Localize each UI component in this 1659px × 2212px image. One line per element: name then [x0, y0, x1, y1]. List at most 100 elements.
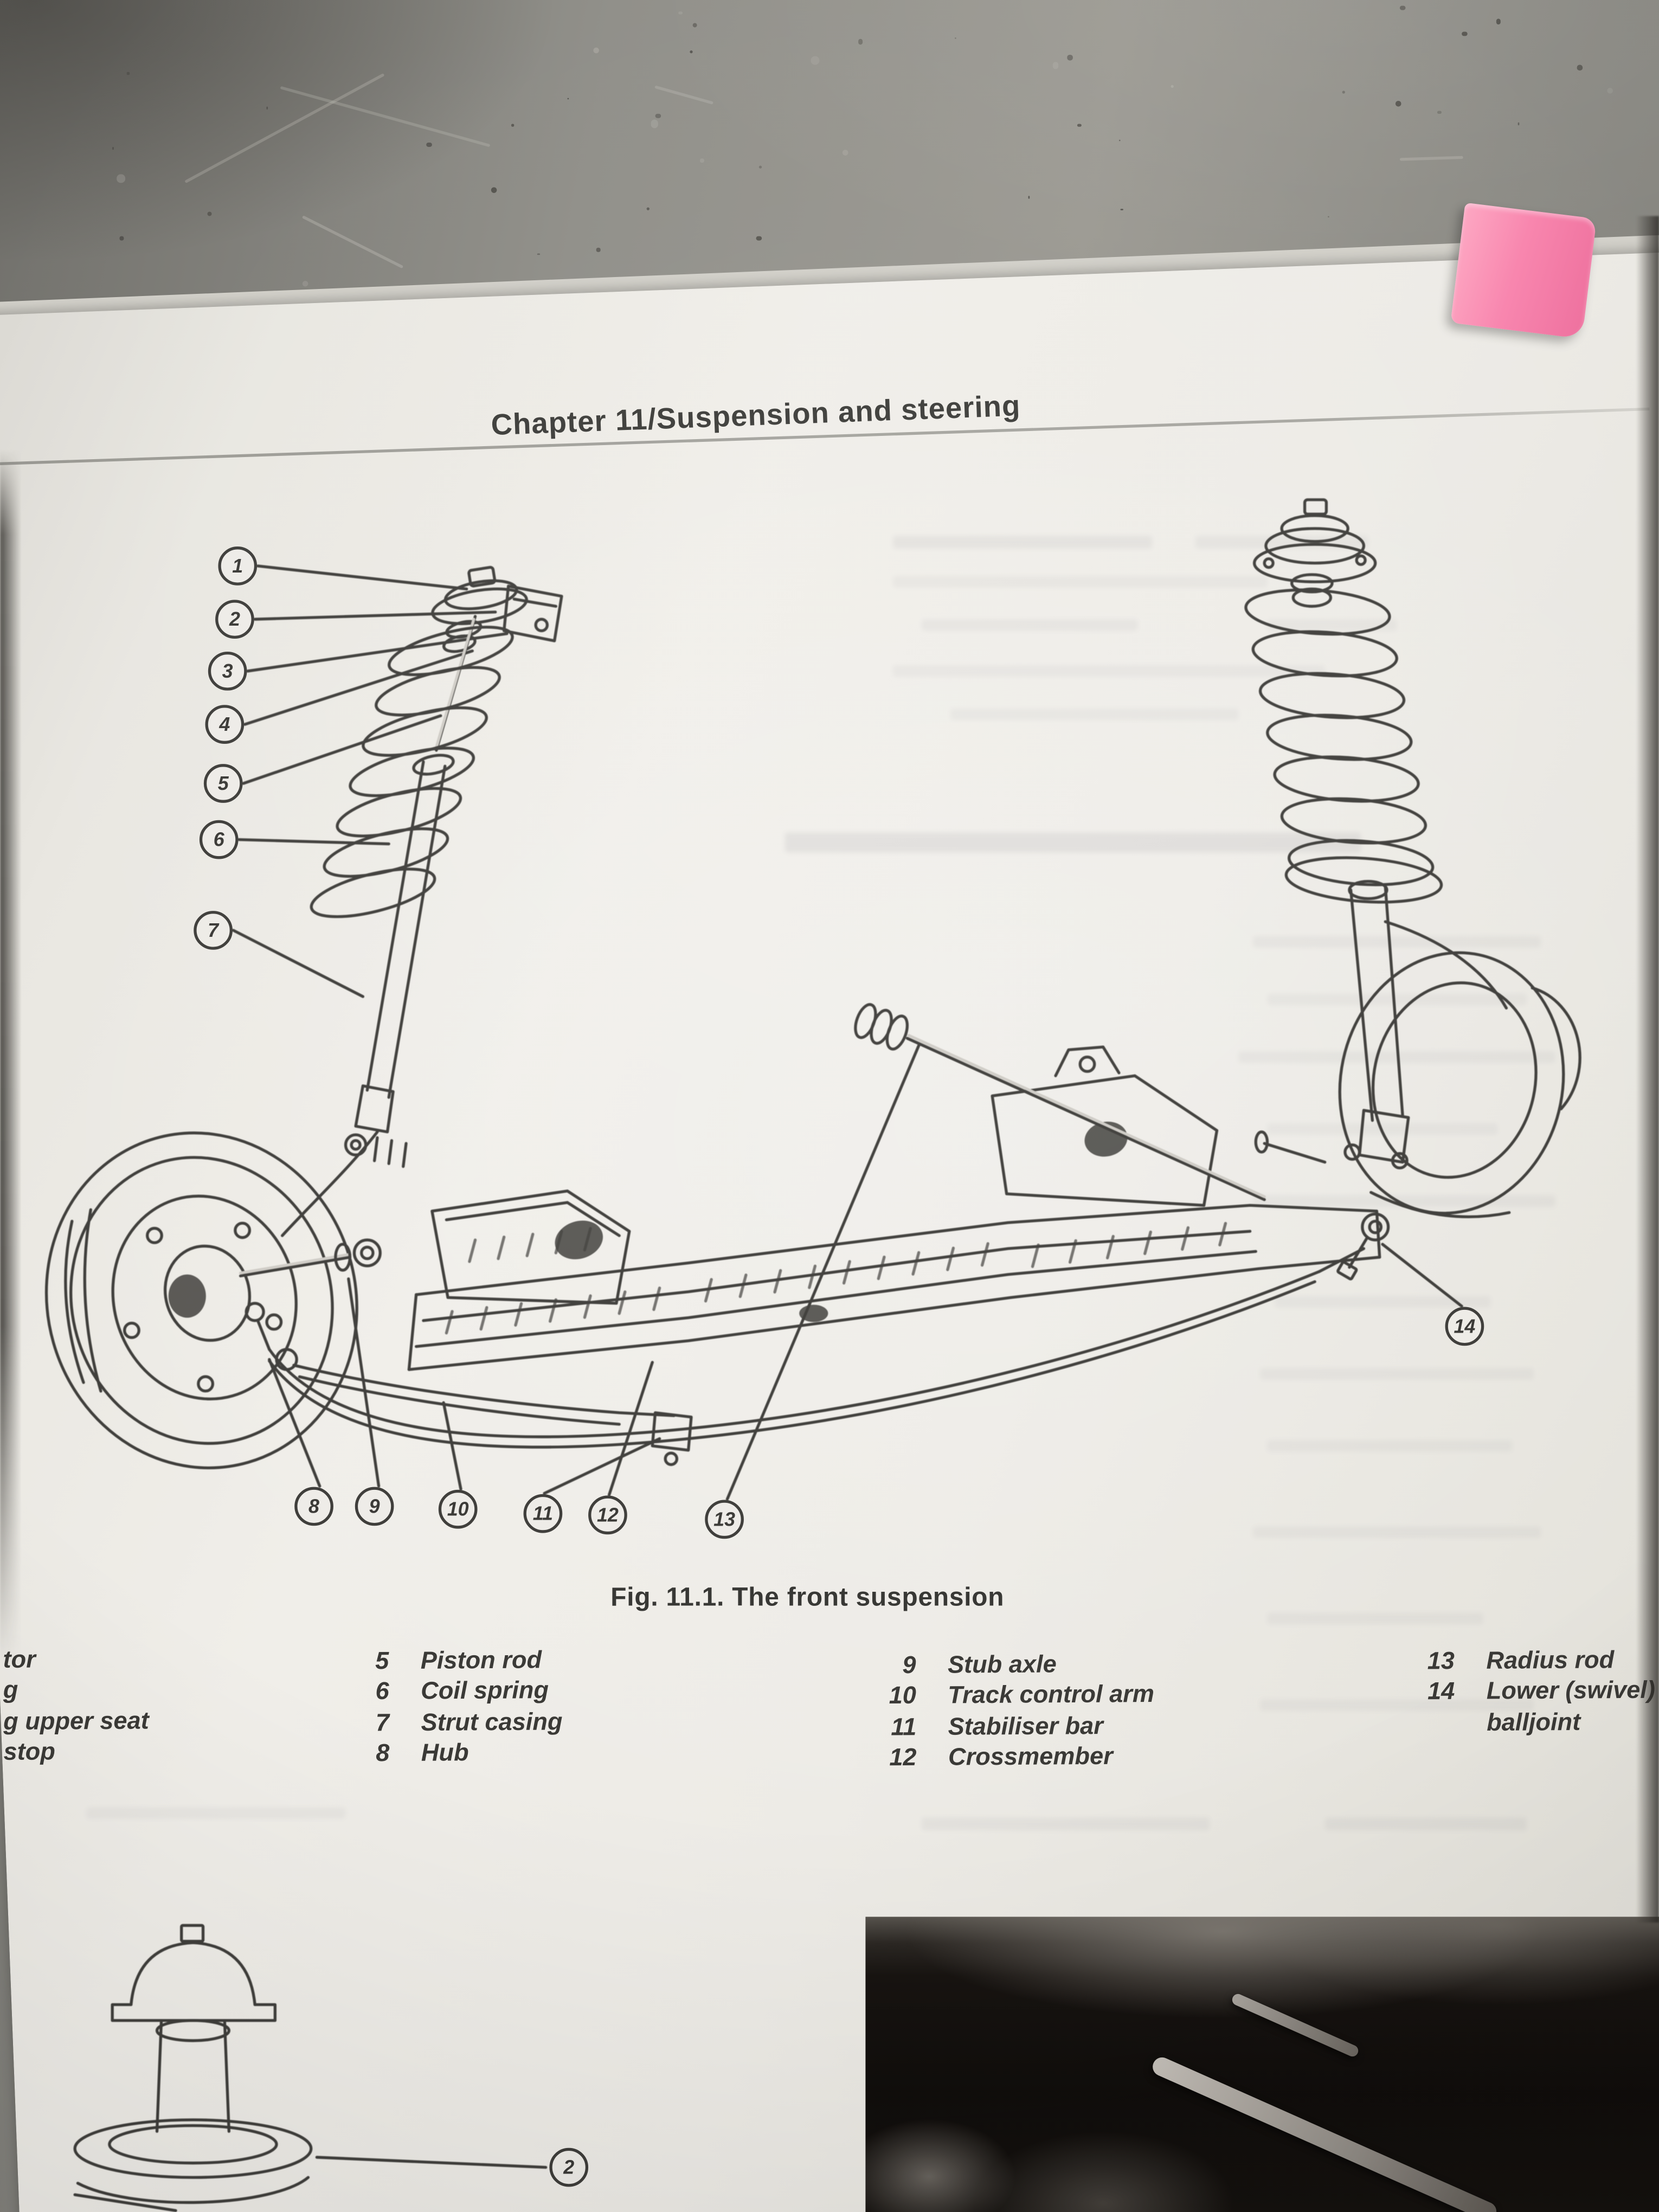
desk-speckle: [1118, 139, 1121, 142]
legend-item-label: Hub: [421, 1739, 469, 1767]
bleedthrough-line: [1267, 993, 1527, 1006]
legend-item-number: 14: [1427, 1678, 1455, 1706]
legend-item-number: 13: [1427, 1647, 1455, 1675]
stabiliser-bar-drawing: [245, 1247, 1366, 1467]
bleedthrough-line: [1260, 1699, 1534, 1711]
callout-marker: 5: [203, 764, 243, 803]
bleedthrough-line: [892, 576, 1268, 588]
legend-item-label: Piston rod: [420, 1646, 542, 1675]
legend-item-label: Track control arm: [948, 1681, 1155, 1710]
desk-speckle: [120, 236, 124, 240]
desk-speckle: [593, 47, 599, 54]
hub-disc-drawing: [44, 1131, 382, 1470]
legend-item-label: g upper seat: [3, 1707, 149, 1735]
callout-marker: 2: [215, 600, 254, 639]
desk-speckle: [537, 253, 540, 255]
desk-speckle: [1171, 85, 1174, 88]
legend-item-label: Radius rod: [1486, 1646, 1615, 1675]
desk-speckle: [117, 174, 125, 183]
legend-item-label: Strut casing: [421, 1707, 563, 1737]
legend-item-label: Coil spring: [420, 1677, 549, 1706]
legend-item-number: 12: [889, 1744, 917, 1772]
bleedthrough-line: [1260, 1368, 1534, 1380]
legend-item-label: Crossmember: [948, 1742, 1113, 1771]
desk-speckle: [1606, 87, 1613, 94]
figure-caption: Fig. 11.1. The front suspension: [610, 1583, 1005, 1612]
desk-speckle: [843, 150, 849, 156]
legend-item: stop: [3, 1735, 248, 1768]
desk-speckle: [689, 50, 693, 54]
desk-speckle: [1396, 100, 1402, 106]
bleedthrough-line: [1267, 1440, 1513, 1452]
desk-speckle: [858, 39, 863, 44]
bottom-strut-drawing: [73, 1924, 548, 2212]
inset-photo: [865, 1917, 1659, 2212]
desk-speckle: [266, 106, 269, 110]
desk-speckle: [1496, 19, 1501, 24]
desk-speckle: [756, 235, 761, 241]
legend-item: tor: [3, 1643, 248, 1676]
bleedthrough-line: [1324, 1817, 1527, 1831]
page-gutter-shadow: [0, 449, 22, 1667]
desk-speckle: [1462, 31, 1468, 37]
desk-speckle: [490, 187, 497, 193]
desk-speckle: [651, 120, 659, 128]
photo-shaft-highlight-2: [1230, 1992, 1360, 2059]
legend-item-number: 9: [902, 1651, 916, 1679]
left-strut-drawing: [280, 565, 563, 1237]
legend-item-number: 6: [375, 1678, 389, 1706]
desk-speckle: [1437, 110, 1441, 114]
desk-speckle: [511, 124, 515, 127]
desk-speckle: [758, 165, 762, 169]
bleedthrough-line: [892, 665, 1325, 677]
desk-speckle: [679, 11, 682, 15]
bleedthrough-line: [950, 708, 1239, 721]
desk-speckle: [1577, 65, 1583, 71]
bleedthrough-line: [785, 832, 1361, 853]
callout-marker: 4: [205, 705, 245, 744]
bleedthrough-line: [1267, 619, 1397, 631]
desk-speckle: [1517, 123, 1519, 125]
callout-marker: 3: [208, 651, 247, 691]
callout-marker: 8: [294, 1487, 333, 1526]
bleedthrough-line: [1252, 1526, 1541, 1538]
desk-speckle: [655, 113, 661, 118]
callout-marker: 10: [438, 1489, 478, 1529]
desk-speckle: [1327, 215, 1329, 218]
bleedthrough-line: [922, 619, 1138, 631]
desk-speckle: [112, 146, 115, 149]
bookmark-tab: [1450, 202, 1597, 339]
right-strut-drawing: [1244, 498, 1581, 1281]
desk-speckle: [1028, 196, 1031, 198]
legend-item-number: 7: [375, 1708, 390, 1737]
bleedthrough-line: [1267, 1613, 1483, 1625]
desk-speckle: [647, 207, 651, 211]
bleedthrough-line: [86, 1807, 346, 1819]
desk-speckle: [1120, 208, 1123, 211]
desk-speckle: [700, 158, 704, 163]
desk-speckle: [567, 98, 569, 100]
desk-speckle: [811, 56, 819, 65]
legend-item-number: 11: [891, 1713, 917, 1741]
legend-item-label: stop: [3, 1738, 56, 1766]
bleedthrough-line: [892, 536, 1152, 549]
callout-marker: 9: [355, 1487, 394, 1526]
photo-shaft-highlight: [1149, 2054, 1500, 2212]
legend-item-number: 5: [375, 1647, 389, 1675]
page-right-edge-shadow: [1636, 216, 1659, 1923]
legend-item: 13 Radius rod: [1414, 1644, 1659, 1677]
legend-item: 5 Piston rod: [346, 1644, 651, 1677]
desk-speckle: [427, 142, 432, 147]
desk-speckle: [1068, 55, 1073, 61]
desk-speckle: [301, 280, 308, 287]
bleedthrough-line: [1274, 1296, 1491, 1308]
bleedthrough-line: [1252, 1195, 1555, 1207]
desk-speckle: [127, 73, 129, 75]
desk-speckle: [1399, 5, 1405, 11]
